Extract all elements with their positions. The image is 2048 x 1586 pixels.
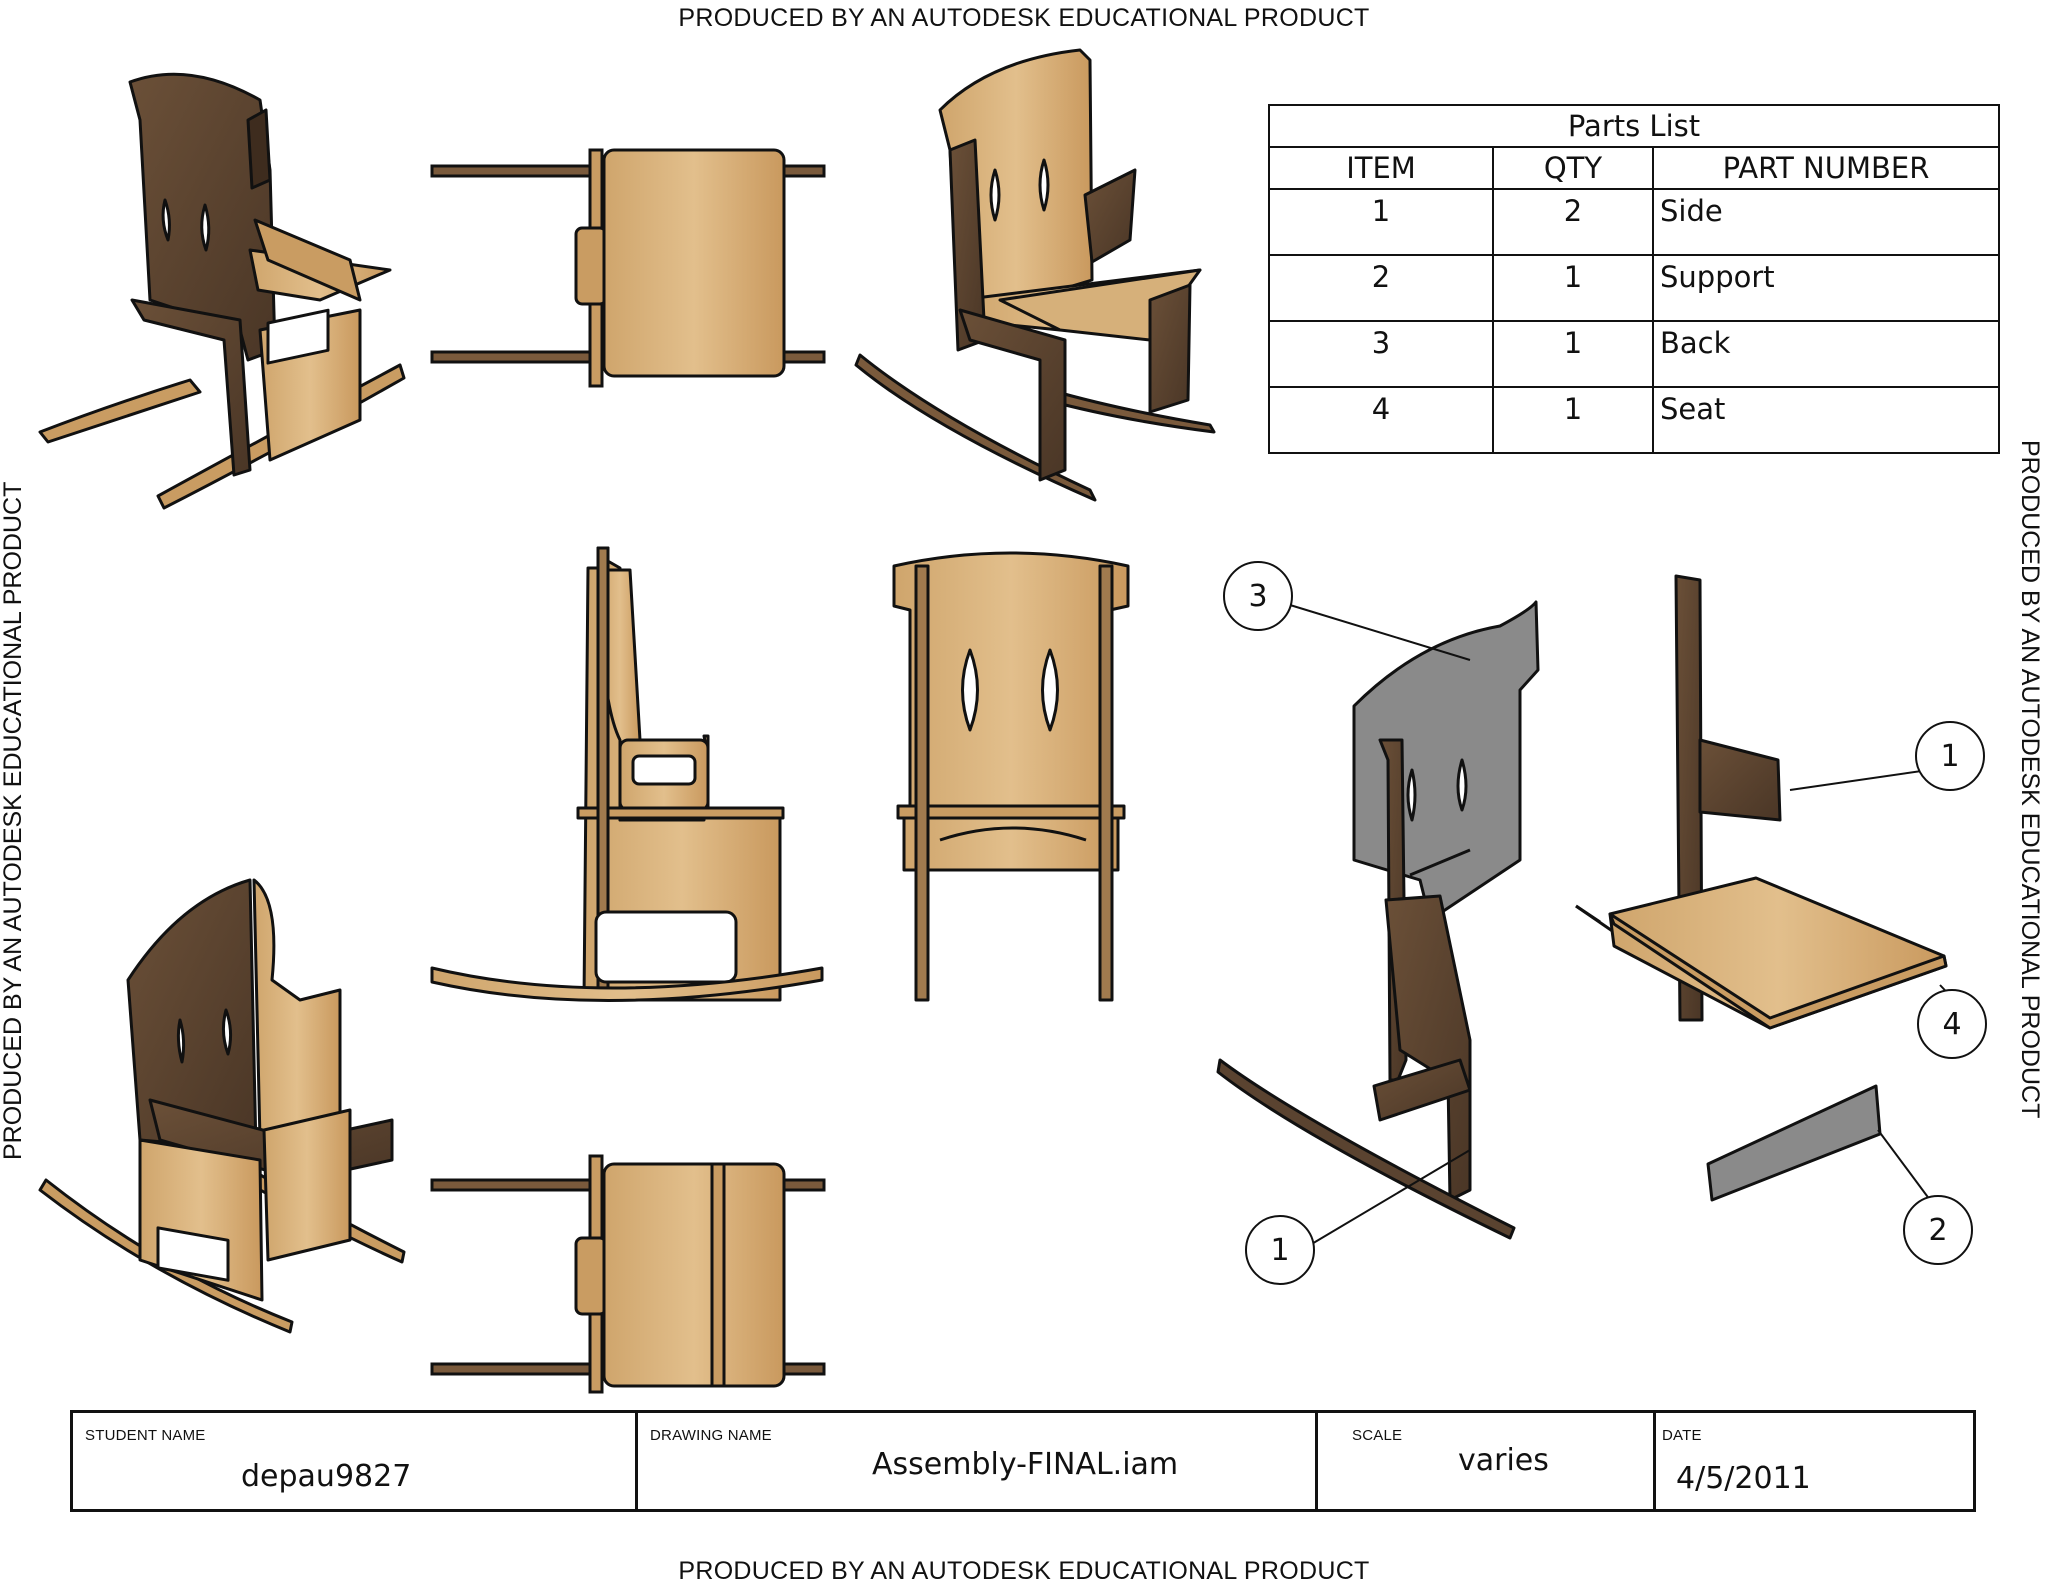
watermark-bottom: PRODUCED BY AN AUTODESK EDUCATIONAL PROD… bbox=[678, 1557, 1370, 1585]
parts-list-table: Parts List ITEM QTY PART NUMBER 1 2 Side… bbox=[1268, 104, 2000, 454]
item-cell: 3 bbox=[1268, 320, 1494, 388]
student-name-label: STUDENT NAME bbox=[85, 1427, 206, 1444]
watermark-right-container: PRODUCED BY AN AUTODESK EDUCATIONAL PROD… bbox=[2014, 440, 2048, 1160]
balloon-1-right bbox=[1915, 721, 1985, 791]
drawing-name-label: DRAWING NAME bbox=[650, 1427, 772, 1444]
qty-cell: 2 bbox=[1492, 188, 1654, 256]
scale-label: SCALE bbox=[1352, 1427, 1403, 1444]
balloon-label-4: 4 bbox=[1942, 1007, 1961, 1042]
qty-cell: 1 bbox=[1492, 386, 1654, 454]
side-view bbox=[430, 546, 824, 1002]
watermark-left-container: PRODUCED BY AN AUTODESK EDUCATIONAL PROD… bbox=[0, 440, 34, 1160]
part-cell: Seat bbox=[1652, 386, 2000, 454]
student-name-value: depau9827 bbox=[241, 1459, 412, 1494]
balloon-label-2: 2 bbox=[1928, 1213, 1947, 1248]
exploded-view bbox=[1216, 574, 1948, 1240]
col-header-qty: QTY bbox=[1492, 146, 1654, 190]
col-header-part-number: PART NUMBER bbox=[1652, 146, 2000, 190]
scale-value: varies bbox=[1458, 1443, 1549, 1478]
balloon-1-left bbox=[1245, 1215, 1315, 1285]
balloon-label-1a: 1 bbox=[1940, 739, 1959, 774]
part-cell: Support bbox=[1652, 254, 2000, 322]
balloon-label-3: 3 bbox=[1248, 579, 1267, 614]
qty-cell: 1 bbox=[1492, 320, 1654, 388]
table-row: 4 1 Seat bbox=[1268, 386, 2000, 454]
item-cell: 1 bbox=[1268, 188, 1494, 256]
watermark-left: PRODUCED BY AN AUTODESK EDUCATIONAL PROD… bbox=[0, 481, 27, 1160]
item-cell: 2 bbox=[1268, 254, 1494, 322]
balloon-circles bbox=[1223, 561, 1987, 1285]
front-view bbox=[892, 551, 1130, 1002]
date-label: DATE bbox=[1662, 1427, 1702, 1444]
part-cell: Side bbox=[1652, 188, 2000, 256]
balloon-label-1b: 1 bbox=[1270, 1233, 1289, 1268]
watermark-right: PRODUCED BY AN AUTODESK EDUCATIONAL PROD… bbox=[2016, 440, 2044, 1119]
iso-view-bottom-left bbox=[38, 878, 406, 1334]
iso-view-top-left bbox=[38, 72, 406, 510]
parts-list-title: Parts List bbox=[1268, 104, 2000, 148]
top-view bbox=[430, 148, 826, 388]
drawing-name-value: Assembly-FINAL.iam bbox=[872, 1447, 1179, 1482]
drawing-name-cell: DRAWING NAME Assembly-FINAL.iam bbox=[638, 1413, 1318, 1509]
balloon-2 bbox=[1903, 1195, 1973, 1265]
table-row: 3 1 Back bbox=[1268, 320, 2000, 388]
part-cell: Back bbox=[1652, 320, 2000, 388]
balloon-3 bbox=[1223, 561, 1293, 631]
student-name-cell: STUDENT NAME depau9827 bbox=[73, 1413, 638, 1509]
item-cell: 4 bbox=[1268, 386, 1494, 454]
scale-cell: SCALE varies bbox=[1318, 1413, 1656, 1509]
qty-cell: 1 bbox=[1492, 254, 1654, 322]
table-row: 2 1 Support bbox=[1268, 254, 2000, 322]
iso-view-top-right bbox=[854, 48, 1216, 502]
date-value: 4/5/2011 bbox=[1676, 1461, 1811, 1496]
balloon-4 bbox=[1917, 989, 1987, 1059]
date-cell: DATE 4/5/2011 bbox=[1656, 1413, 1973, 1509]
bottom-view bbox=[430, 1154, 826, 1394]
col-header-item: ITEM bbox=[1268, 146, 1494, 190]
title-block: STUDENT NAME depau9827 DRAWING NAME Asse… bbox=[70, 1410, 1976, 1512]
table-row: 1 2 Side bbox=[1268, 188, 2000, 256]
watermark-top: PRODUCED BY AN AUTODESK EDUCATIONAL PROD… bbox=[678, 4, 1370, 32]
